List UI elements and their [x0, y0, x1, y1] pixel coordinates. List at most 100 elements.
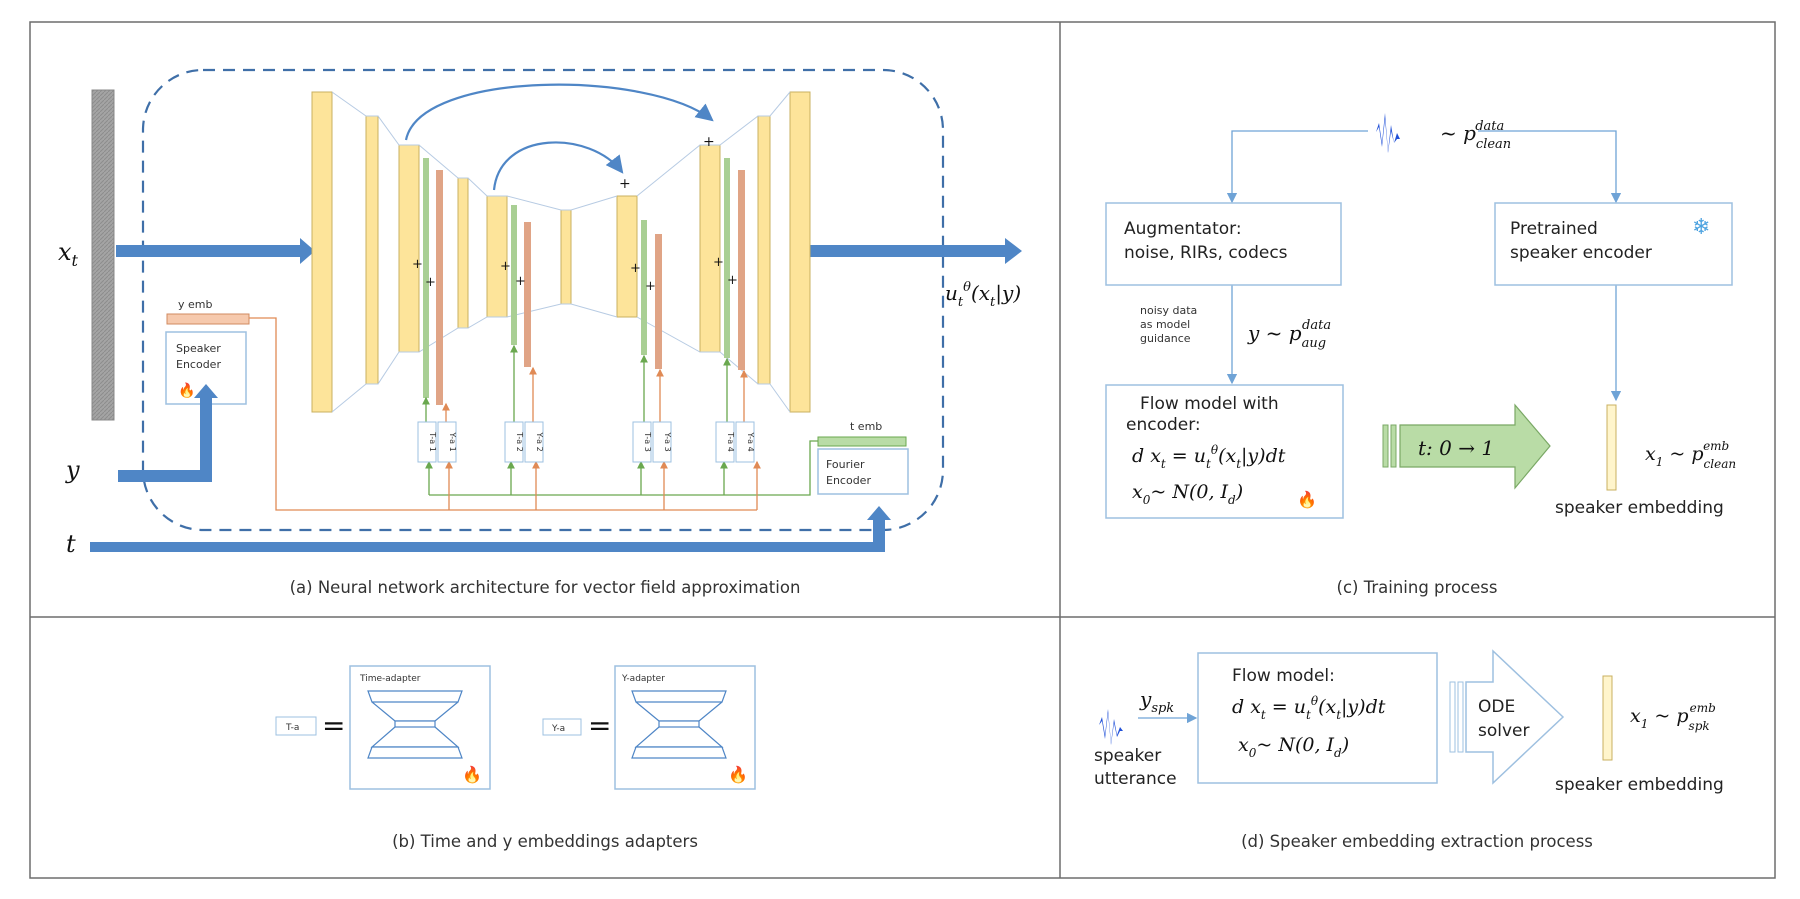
speaker-encoder-line1: Speaker: [176, 342, 221, 355]
speaker-utterance-line1: speaker: [1094, 746, 1161, 766]
ode-solver-arrow: ODE solver: [1449, 649, 1565, 785]
svg-text:+: +: [412, 257, 423, 272]
pretrained-line2: speaker encoder: [1510, 243, 1652, 263]
y-adapter-title: Y-adapter: [621, 674, 665, 684]
t-arrow: [90, 506, 891, 552]
waveform-icon: [1376, 113, 1400, 153]
svg-text:Y-a 2: Y-a 2: [535, 431, 544, 451]
adapter-plus-signs: ++ ++ ++ ++: [412, 255, 738, 294]
adapter-chip: Y-a 2: [524, 421, 544, 463]
clean-dist-label: ~ pcleandata: [1440, 119, 1511, 152]
y-label: y: [65, 456, 80, 484]
caption-a: (a) Neural network architecture for vect…: [290, 578, 801, 597]
svg-text:+: +: [619, 176, 631, 192]
xt-arrow: [116, 238, 315, 264]
t-emb-label: t emb: [850, 420, 882, 433]
x0-equation: x0~ N(0, Id): [1238, 734, 1349, 760]
figure-frame: [29, 21, 1776, 879]
svg-text:+: +: [500, 259, 511, 274]
equals-sign: =: [588, 709, 611, 742]
ode-line1: ODE: [1478, 697, 1515, 717]
unet-blocks: [311, 91, 811, 413]
fire-icon: 🔥: [728, 765, 748, 784]
panel-d: yspk speaker utterance Flow model: d xt …: [1094, 649, 1724, 851]
flow-model-box: [1105, 384, 1344, 519]
x1-spk-label: x1 ~ pspkemb: [1630, 701, 1716, 733]
y-adapter-shape: [631, 690, 727, 759]
ode-line2: solver: [1478, 721, 1530, 741]
waveform-icon: [1099, 709, 1123, 745]
svg-text:+: +: [630, 261, 641, 276]
noisy-note-line3: guidance: [1140, 332, 1191, 345]
flow-lines: [1226, 130, 1622, 402]
waveform-icon: [92, 449, 115, 479]
noisy-note-line2: as model: [1140, 318, 1190, 331]
fourier-encoder-line1: Fourier: [826, 458, 865, 471]
skip-connection-inner: [492, 141, 624, 191]
y-emb-label: y emb: [178, 298, 212, 311]
svg-text:Y-a 1: Y-a 1: [448, 431, 457, 451]
flow-title-line1: Flow model with: [1140, 394, 1279, 414]
t-label: t: [66, 530, 76, 558]
xt-label: xt: [58, 238, 79, 270]
augmentator-title: Augmentator:: [1124, 219, 1242, 239]
speaker-embedding-label: speaker embedding: [1555, 498, 1724, 518]
y-emb-bar: [166, 313, 250, 325]
adapter-chip: Y-a 3: [652, 421, 672, 463]
panel-b: T-a = Time-adapter 🔥 Y-a = Y-adapter 🔥 (…: [275, 665, 756, 851]
t-range-label: t: 0 → 1: [1418, 436, 1494, 460]
svg-text:+: +: [713, 255, 724, 270]
svg-text:Y-a 3: Y-a 3: [663, 431, 672, 451]
svg-text:T-a 1: T-a 1: [428, 431, 437, 452]
speaker-utterance-line2: utterance: [1094, 769, 1177, 789]
conditioning-lines: [249, 317, 818, 511]
svg-text:+: +: [645, 279, 656, 294]
output-label: utθ(xt|y): [945, 280, 1021, 310]
adapter-chip: Y-a 4: [735, 421, 755, 463]
snowflake-icon: ❄: [1692, 214, 1710, 239]
pretrained-line1: Pretrained: [1510, 219, 1598, 239]
svg-text:+: +: [425, 275, 436, 290]
augmentator-box: [1105, 202, 1342, 286]
network-container: [141, 68, 945, 532]
adapter-chip: T-a 3: [632, 421, 652, 463]
svg-text:Y-a 4: Y-a 4: [746, 431, 755, 451]
y-chip: [542, 718, 582, 736]
adapter-chips: T-a 1 Y-a 1 T-a 2 Y-a 2 T-a 3 Y-a 3 T-a …: [417, 421, 755, 463]
equals-sign: =: [322, 709, 345, 742]
y-chip-label: Y-a: [551, 724, 565, 734]
augmentator-desc: noise, RIRs, codecs: [1124, 243, 1288, 263]
adapter-chip: T-a 4: [715, 421, 735, 463]
speaker-embedding-label: speaker embedding: [1555, 775, 1724, 795]
time-adapter-shape: [367, 690, 463, 759]
output-arrow: [810, 238, 1022, 264]
y-dist-label: y ~ paugdata: [1247, 318, 1331, 351]
flow-equation: d xt = utθ(xt|y)dt: [1132, 443, 1286, 471]
flow-title-line2: encoder:: [1126, 415, 1201, 435]
fire-icon: 🔥: [1297, 490, 1317, 509]
fourier-encoder-box: [817, 448, 909, 495]
adapter-chip: T-a 2: [504, 421, 524, 463]
panel-a: xt utθ(xt|y) + +: [58, 68, 1022, 597]
adapter-chip: Y-a 1: [437, 421, 457, 463]
skip-connection-outer: [404, 83, 714, 141]
flow-model-box: [1197, 652, 1438, 784]
fire-icon: 🔥: [178, 382, 195, 399]
svg-text:T-a 4: T-a 4: [726, 431, 735, 452]
svg-text:T-a 3: T-a 3: [643, 431, 652, 452]
svg-text:+: +: [727, 273, 738, 288]
x0-equation: x0~ N(0, Id): [1132, 481, 1243, 507]
pretrained-encoder-box: [1494, 202, 1733, 286]
adapter-bars: [423, 158, 745, 405]
speaker-encoder-line2: Encoder: [176, 358, 221, 371]
adapter-chip: T-a 1: [417, 421, 437, 463]
panel-c: ~ pcleandata Augmentator: noise, RIRs, c…: [1105, 113, 1736, 597]
time-chip-label: T-a: [285, 723, 299, 733]
fire-icon: 🔥: [462, 765, 482, 784]
t-progress-arrow: t: 0 → 1: [1382, 403, 1551, 490]
svg-text:+: +: [703, 134, 715, 150]
svg-text:T-a 2: T-a 2: [515, 431, 524, 452]
speaker-embedding-bar: [1602, 675, 1613, 761]
caption-c: (c) Training process: [1337, 578, 1498, 597]
